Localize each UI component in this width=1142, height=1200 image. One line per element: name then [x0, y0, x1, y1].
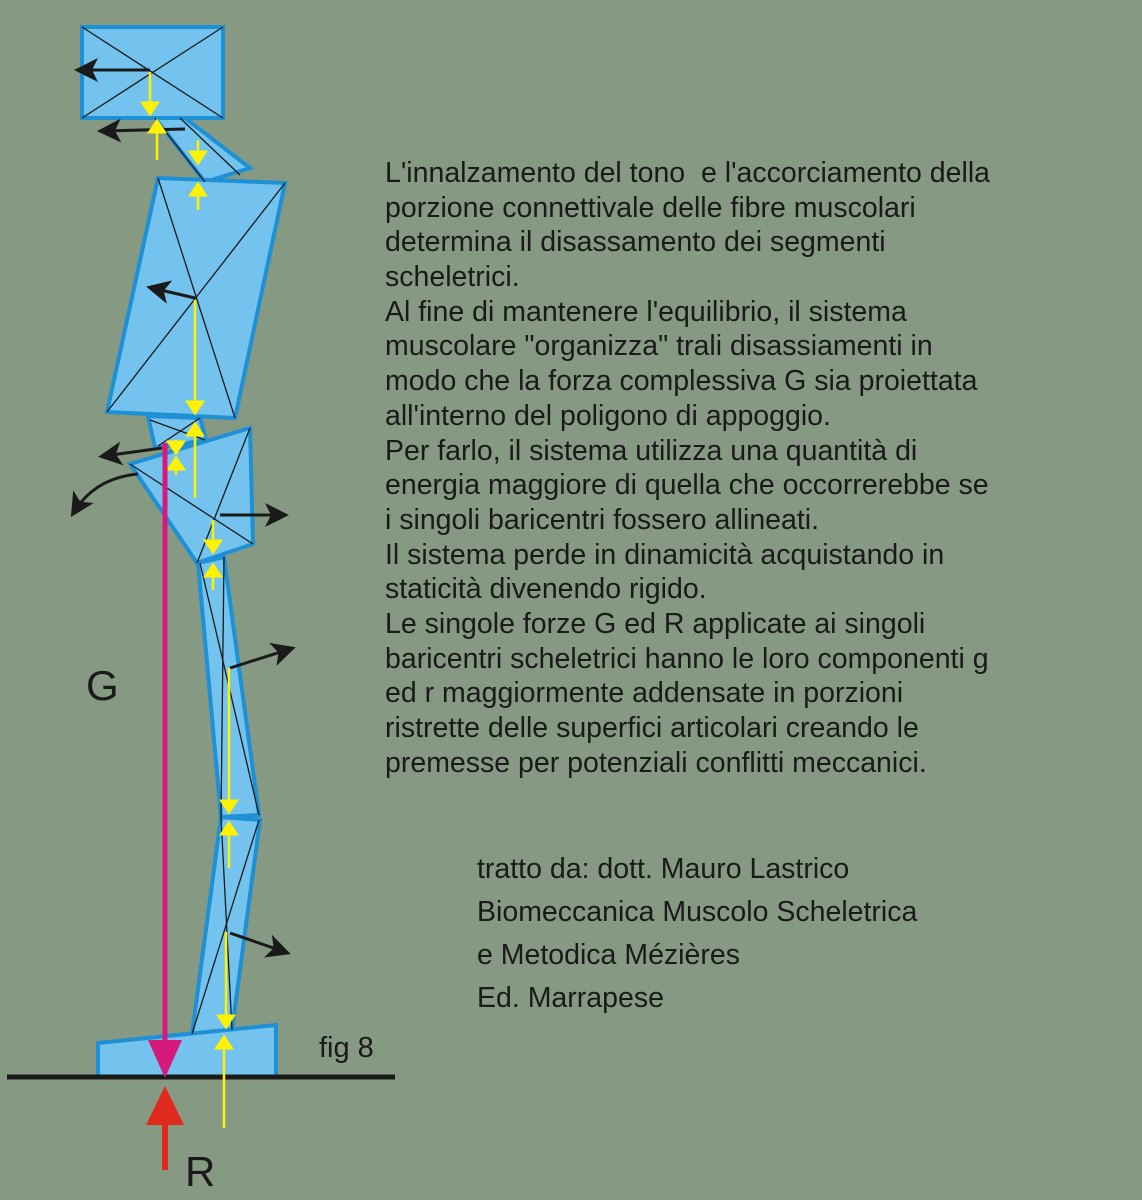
text-line: Per farlo, il sistema utilizza una quant…: [385, 434, 918, 467]
text-line: staticità divenendo rigido.: [385, 573, 707, 606]
segment-diagonals: [81, 26, 286, 1035]
text-line: modo che la forza complessiva G sia proi…: [385, 365, 978, 398]
r-force-arrow: [146, 1086, 184, 1170]
pelvis-segment: [126, 425, 256, 566]
g-force-arrow: [148, 443, 182, 1078]
force-component-arrows: [140, 72, 239, 1128]
r-label: R: [185, 1148, 216, 1195]
text-line: Al fine di mantenere l'equilibrio, il si…: [385, 295, 907, 328]
text-line: ed r maggiormente addensate in porzioni: [385, 677, 904, 710]
text-line: premesse per potenziali conflitti meccan…: [385, 746, 927, 779]
text-line: determina il disassamento dei segmenti: [385, 226, 886, 259]
figure-label: fig 8: [319, 1032, 374, 1064]
text-line: Le singole forze G ed R applicate ai sin…: [385, 607, 926, 640]
text-line: scheletrici.: [385, 261, 520, 294]
explanation-paragraph: L'innalzamento del tono e l'accorciament…: [385, 156, 990, 780]
text-line: energia maggiore di quella che occorrere…: [385, 469, 989, 502]
text-line: Il sistema perde in dinamicità acquistan…: [385, 538, 945, 571]
text-line: all'interno del poligono di appoggio.: [385, 399, 831, 432]
g-label: G: [86, 662, 119, 709]
text-line: porzione connettivale delle fibre muscol…: [385, 191, 916, 224]
neck-segment: [150, 116, 255, 185]
foot-segment: [96, 1022, 278, 1079]
text-line: baricentri scheletrici hanno le loro com…: [385, 642, 989, 675]
displacement-arrows: [70, 58, 296, 958]
credit-line: Ed. Marrapese: [477, 982, 664, 1014]
credit-line: Biomeccanica Muscolo Scheletrica: [477, 896, 918, 928]
text-line: L'innalzamento del tono e l'accorciament…: [385, 157, 990, 189]
text-line: muscolare "organizza" trali disassiament…: [385, 330, 933, 363]
text-line: ristrette delle superfici articolari cre…: [385, 712, 919, 744]
credit-line: tratto da: dott. Mauro Lastrico: [477, 853, 850, 885]
text-line: i singoli baricentri fossero allineati.: [385, 503, 820, 536]
credit-line: e Metodica Mézières: [477, 939, 740, 971]
